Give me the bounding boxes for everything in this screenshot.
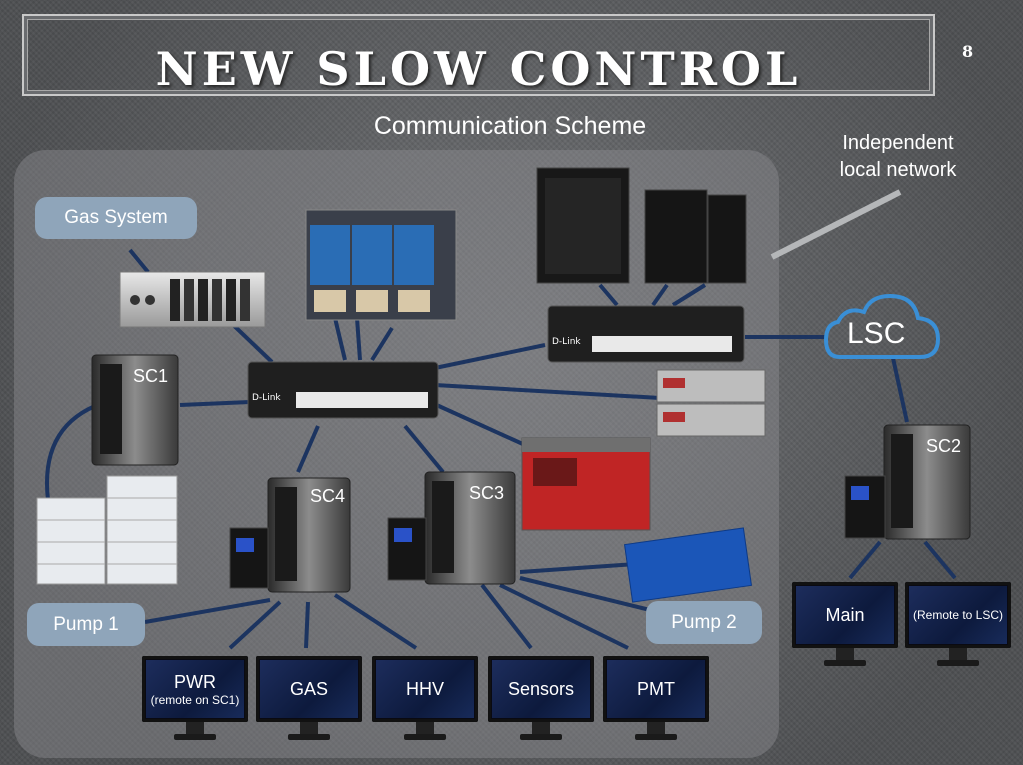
arduino-board [623, 527, 753, 603]
sc3-label: SC3 [469, 483, 505, 503]
sc3-tower [424, 471, 516, 585]
sc4-ups [229, 527, 269, 589]
sc4-tower [267, 477, 351, 593]
sc1-tower [91, 354, 179, 466]
monitor-pmt: PMT [603, 656, 709, 742]
monitor-pmt-title: PMT [637, 678, 675, 699]
pump1-label: Pump 1 [27, 603, 145, 646]
power-supply-units [656, 369, 766, 437]
monitor-sensors: Sensors [488, 656, 594, 742]
monitor-gas: GAS [256, 656, 362, 742]
network-note-line1: Independent [842, 132, 954, 154]
gas-system-label: Gas System [35, 197, 197, 239]
monitor-hhv: HHV [372, 656, 478, 742]
connection-links [45, 248, 957, 650]
hv-crate [521, 437, 651, 531]
ups-units [644, 189, 747, 284]
monitor-pwr-note: (remote on SC1) [150, 692, 240, 707]
sc2-label: SC2 [926, 436, 962, 456]
main-network-switch: D-Link [247, 361, 439, 419]
lsc-label: LSC [847, 317, 906, 350]
sc3-ups [387, 517, 427, 581]
monitor-main-title: Main [825, 604, 865, 625]
monitor-pwr-title: PWR [174, 671, 216, 692]
monitor-gas-title: GAS [289, 678, 328, 699]
title-frame: NEW SLOW CONTROL [22, 14, 935, 96]
lsc-cloud-icon [823, 293, 941, 359]
monitor-remote-note: (Remote to LSC) [912, 608, 1004, 622]
monitor-main: Main [792, 582, 898, 668]
pressure-gauge-units [305, 209, 457, 321]
secondary-network-switch: D-Link [547, 305, 745, 363]
sc4-label: SC4 [310, 486, 346, 506]
server-rack [536, 167, 630, 284]
monitor-pwr: PWR (remote on SC1) [142, 656, 248, 742]
pump2-label: Pump 2 [646, 601, 762, 644]
main-switch-brand: D-Link [252, 393, 281, 403]
network-note-line2: local network [839, 159, 957, 181]
slide-title: NEW SLOW CONTROL [155, 42, 802, 96]
secondary-switch-brand: D-Link [552, 337, 581, 347]
diagram-subtitle: Communication Scheme [373, 112, 647, 140]
sc1-label: SC1 [133, 366, 169, 386]
network-note: Independent local network [818, 130, 978, 184]
monitor-hhv-title: HHV [405, 678, 444, 699]
monitor-remote: (Remote to LSC) [905, 582, 1011, 668]
monitor-sensors-title: Sensors [507, 678, 575, 699]
gas-daq-chassis [119, 271, 266, 328]
sc2-tower [883, 424, 971, 540]
sc2-ups [844, 475, 886, 539]
network-pointer-line [770, 189, 902, 260]
pump-controllers [36, 475, 178, 585]
page-number: 8 [962, 42, 974, 61]
